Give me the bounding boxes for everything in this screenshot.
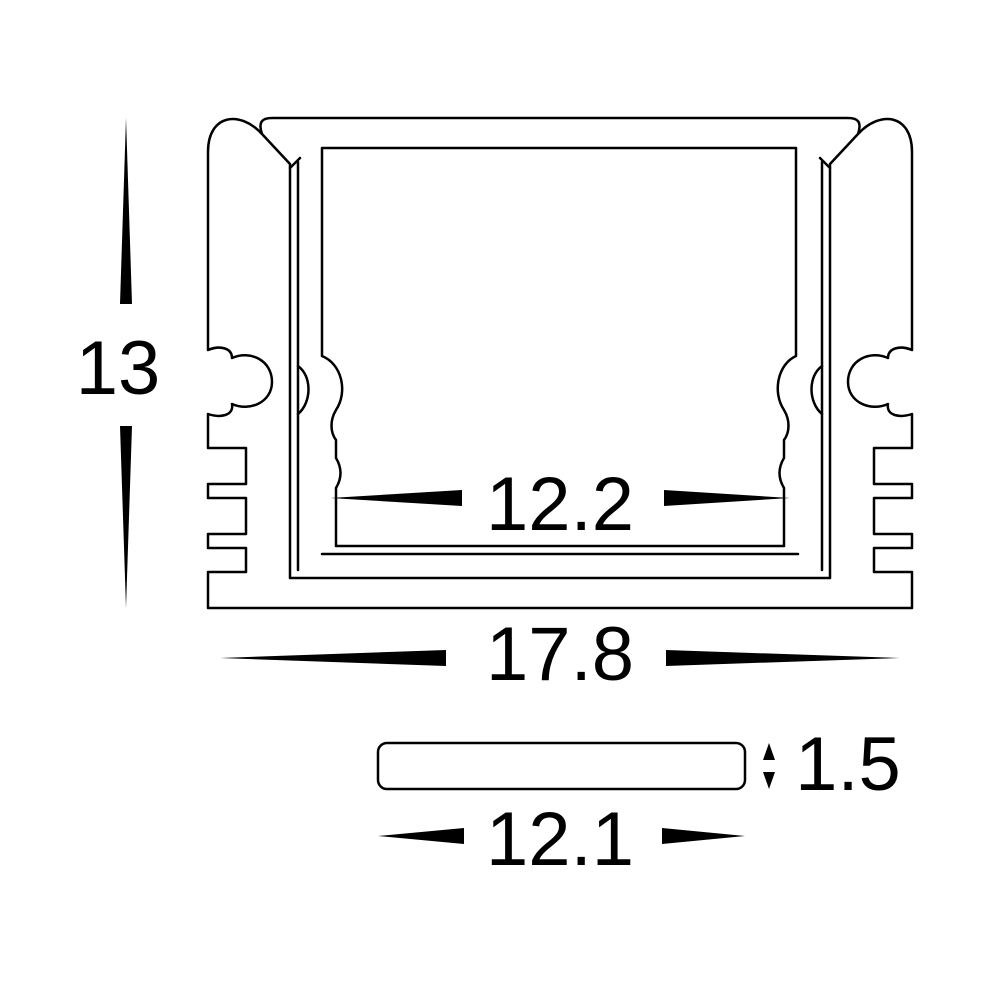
inner-channel-outline (320, 146, 798, 548)
diffuser-width-arrow-left (378, 828, 464, 844)
height-arrow-down (120, 426, 132, 608)
height-dimension-label: 13 (75, 326, 161, 411)
profile-outer-outline (206, 117, 914, 610)
diffuser-width-dimension-label: 12.1 (480, 802, 640, 878)
inner-width-dimension-label: 12.2 (480, 467, 640, 543)
outer-width-arrow-left (220, 650, 446, 666)
inner-width-arrow-left (330, 490, 462, 506)
diffuser-width-arrow-right (662, 828, 745, 844)
height-arrow-up (120, 118, 132, 304)
profile-top-edge (259, 116, 861, 136)
diffuser-thickness-arrow-up (763, 743, 775, 760)
inner-width-arrow-right (664, 490, 790, 506)
profile-right-clip (810, 156, 832, 416)
profile-left-clip (288, 156, 310, 416)
diffuser-outline (376, 741, 747, 791)
diffuser-thickness-arrow-down (763, 772, 775, 789)
outer-width-dimension-label: 17.8 (480, 617, 640, 693)
outer-width-arrow-right (666, 650, 900, 666)
diffuser-thickness-dimension-label: 1.5 (795, 722, 901, 807)
